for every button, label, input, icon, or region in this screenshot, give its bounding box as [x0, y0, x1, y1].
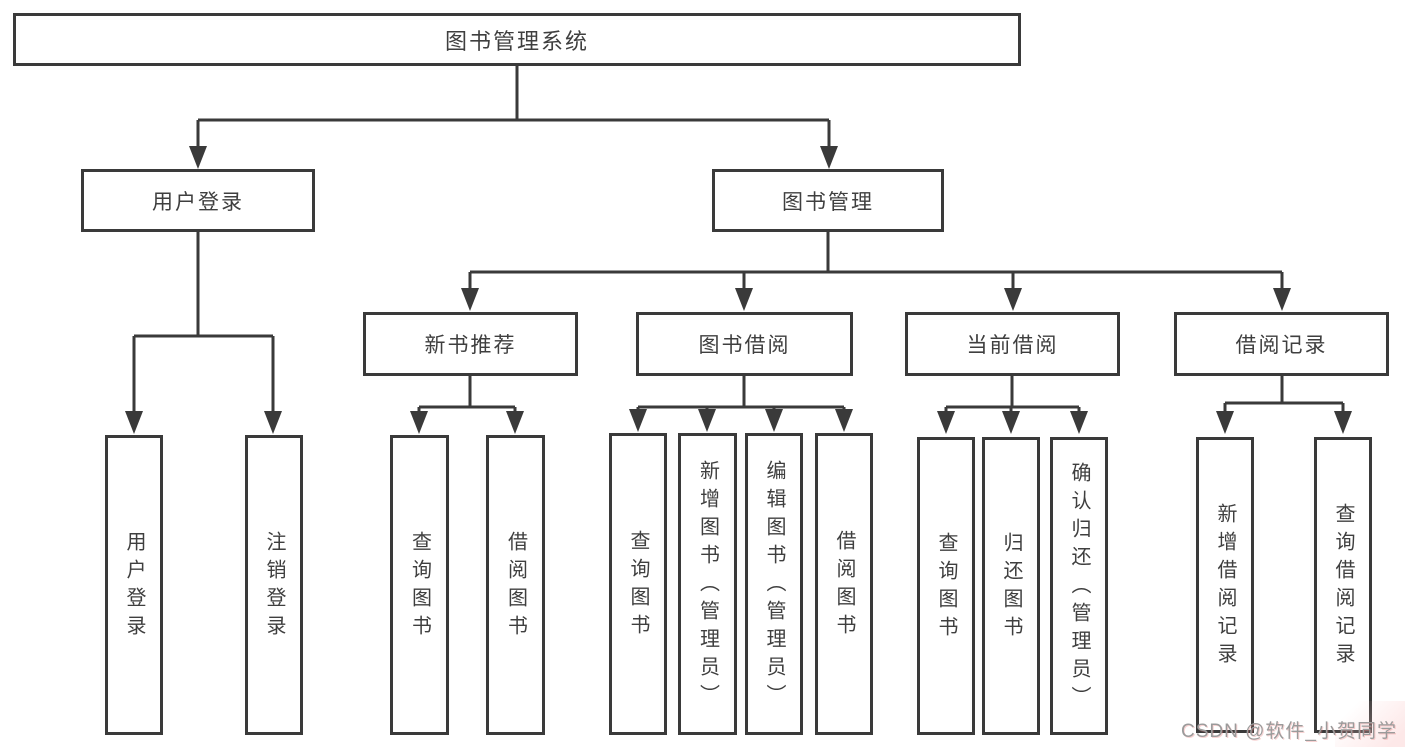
node-label: 查询图书: [408, 531, 431, 643]
leaf-search-books-recommend: 查询图书: [390, 435, 449, 735]
node-new-book-recommend: 新书推荐: [363, 312, 578, 376]
node-label: 新增借阅记录: [1214, 503, 1236, 671]
node-label: 查询借阅记录: [1332, 503, 1354, 671]
leaf-user-login: 用户登录: [105, 435, 163, 735]
node-borrowing-records: 借阅记录: [1174, 312, 1389, 376]
node-label: 借阅记录: [1235, 334, 1328, 357]
node-label: 用户登录: [123, 531, 145, 643]
node-label: 用户登录: [152, 190, 244, 214]
node-book-management: 图书管理: [712, 169, 944, 232]
node-label: 编辑图书（管理员）: [763, 460, 785, 712]
leaf-logout: 注销登录: [245, 435, 303, 735]
node-label: 注销登录: [263, 531, 285, 643]
node-label: 查询图书: [935, 532, 957, 644]
node-label: 新书推荐: [424, 334, 517, 357]
node-label: 借阅图书: [833, 530, 855, 642]
node-label: 当前借阅: [966, 334, 1059, 357]
arrowheads: [125, 146, 1352, 434]
node-label: 新增图书（管理员）: [696, 460, 719, 712]
leaf-borrow-books: 借阅图书: [815, 433, 873, 735]
node-label: 借阅图书: [504, 531, 527, 643]
csdn-watermark: CSDN @软件_小贺同学: [1181, 721, 1397, 742]
node-user-login: 用户登录: [81, 169, 315, 232]
leaf-add-books-admin: 新增图书（管理员）: [678, 433, 737, 735]
node-label: 图书借阅: [698, 334, 791, 357]
leaf-add-borrow-record: 新增借阅记录: [1196, 437, 1254, 733]
node-book-borrowing: 图书借阅: [636, 312, 853, 376]
node-library-system: 图书管理系统: [13, 13, 1021, 66]
leaf-search-borrow-record: 查询借阅记录: [1314, 437, 1372, 733]
leaf-edit-books-admin: 编辑图书（管理员）: [745, 433, 803, 735]
leaf-confirm-return-admin: 确认归还（管理员）: [1050, 437, 1108, 735]
leaf-search-books-current: 查询图书: [917, 437, 975, 735]
leaf-search-books-borrowing: 查询图书: [609, 433, 667, 735]
node-current-borrowing: 当前借阅: [905, 312, 1120, 376]
node-label: 归还图书: [1000, 532, 1022, 644]
node-label: 图书管理系统: [444, 28, 589, 54]
node-label: 图书管理: [782, 190, 874, 214]
leaf-return-books: 归还图书: [982, 437, 1040, 735]
node-label: 确认归还（管理员）: [1068, 462, 1090, 714]
leaf-borrow-books-recommend: 借阅图书: [486, 435, 545, 735]
node-label: 查询图书: [627, 530, 649, 642]
